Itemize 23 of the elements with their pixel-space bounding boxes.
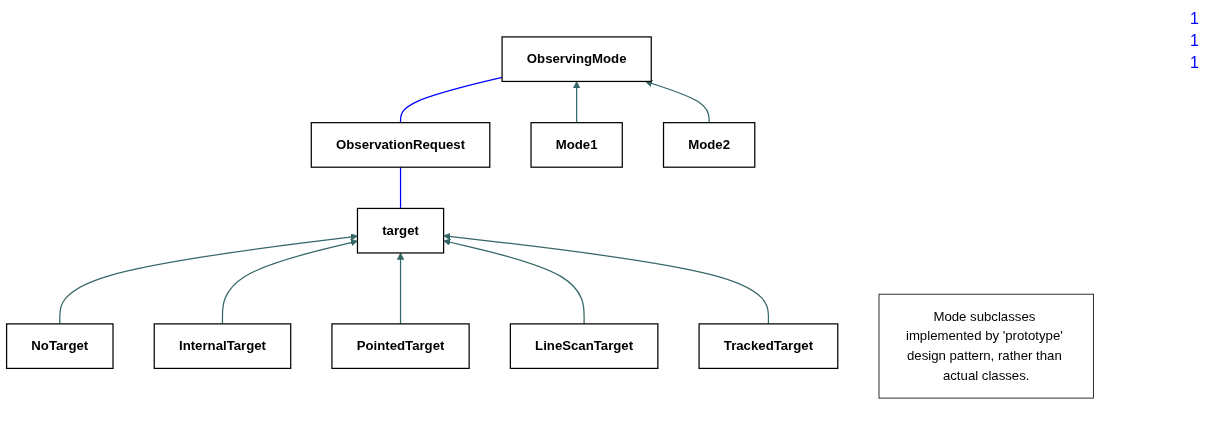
multiplicity-label: 1: [1190, 32, 1199, 50]
connector: [399, 76, 503, 124]
arrow: [221, 239, 358, 325]
node-box: TrackedTarget: [698, 323, 839, 369]
arrow: [396, 252, 405, 325]
arrow: [443, 232, 770, 325]
arrow: [573, 81, 581, 124]
arrow: [443, 238, 585, 325]
node-box: PointedTarget: [331, 323, 470, 369]
node-box: target: [356, 207, 445, 254]
node-box: InternalTarget: [153, 323, 292, 369]
node-box: Mode2: [662, 122, 756, 168]
arrow: [59, 233, 358, 325]
arrow: [645, 80, 710, 124]
node-box: Mode1: [530, 122, 623, 168]
connector: [399, 166, 402, 210]
multiplicity-label: 1: [1190, 54, 1199, 72]
node-box: ObservingMode: [501, 36, 652, 83]
multiplicity-label: 1: [1190, 10, 1199, 28]
node-box: LineScanTarget: [509, 323, 659, 369]
node-box: NoTarget: [5, 323, 114, 369]
node-box: ObservationRequest: [310, 122, 491, 168]
node-box: Mode subclasses implemented by 'prototype' design pattern, rather than actual classes.: [878, 293, 1094, 399]
